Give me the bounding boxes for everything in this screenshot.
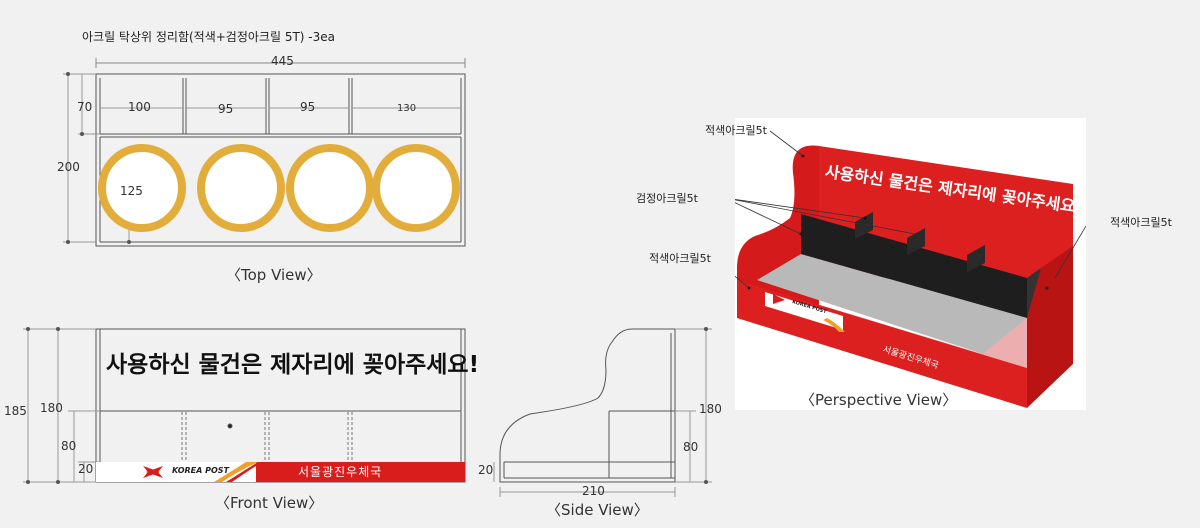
top-depth: 200 [57, 160, 80, 174]
pen-holder-ring-1 [98, 144, 186, 232]
top-view-outline [95, 73, 466, 247]
top-front-depth: 70 [77, 100, 93, 114]
front-slogan: 사용하신 물건은 제자리에 꽂아주세요! [106, 352, 480, 378]
top-compartment-2: 95 [218, 102, 234, 116]
persp-floor [757, 254, 1027, 354]
side-divider-height: 80 [683, 440, 699, 454]
side-depth: 210 [582, 484, 605, 498]
top-view [63, 58, 466, 247]
label-back-panel: 적색아크릴5t [705, 124, 767, 137]
side-panel-height: 180 [699, 402, 722, 416]
front-view-caption: 〈Front View〉 [215, 494, 324, 512]
top-compartment-4: 130 [397, 103, 417, 114]
top-compartment-1: 100 [128, 100, 151, 114]
side-view-caption: 〈Side View〉 [546, 501, 649, 519]
top-compartment-3: 95 [300, 100, 316, 114]
persp-black-divider [801, 214, 1027, 318]
label-front-panel: 적색아크릴5t [649, 252, 711, 265]
side-view-outline [499, 328, 676, 483]
perspective-view-caption: 〈Perspective View〉 [800, 391, 958, 409]
top-circle-diameter: 125 [120, 184, 143, 198]
perspective-render [718, 130, 1087, 408]
persp-right-side [1027, 246, 1073, 408]
top-total-width: 445 [271, 54, 294, 68]
front-total-height: 185 [4, 404, 27, 418]
front-logo-panel [96, 462, 256, 482]
front-logo-text: KOREA POST [172, 466, 229, 475]
label-side-panel: 적색아크릴5t [1110, 216, 1172, 229]
pen-holder-ring-4 [372, 144, 460, 232]
side-base-height: 20 [478, 463, 494, 477]
pen-holder-ring-2 [197, 144, 285, 232]
front-view [23, 327, 466, 484]
front-logo-mark [143, 466, 163, 478]
label-dividers: 검정아크릴5t [636, 192, 698, 205]
top-view-caption: 〈Top View〉 [226, 266, 322, 284]
perspective-view-panel: 사용하신 물건은 제자리에 꽂아주세요 KOREA POST 서울광진우체국 [718, 118, 1087, 410]
front-logo-swoosh [214, 462, 258, 482]
drawing-title: 아크릴 탁상위 정리함(적색+검정아크릴 5T) -3ea [82, 30, 335, 44]
pen-holder-ring-3 [286, 144, 374, 232]
side-view [493, 327, 712, 497]
front-panel-height: 180 [40, 401, 63, 415]
front-office-name: 서울광진우체국 [298, 465, 383, 479]
persp-logo-panel [765, 292, 843, 330]
front-base-height: 20 [78, 462, 94, 476]
pen-holder-rings [98, 144, 460, 232]
front-divider-height: 80 [61, 439, 77, 453]
